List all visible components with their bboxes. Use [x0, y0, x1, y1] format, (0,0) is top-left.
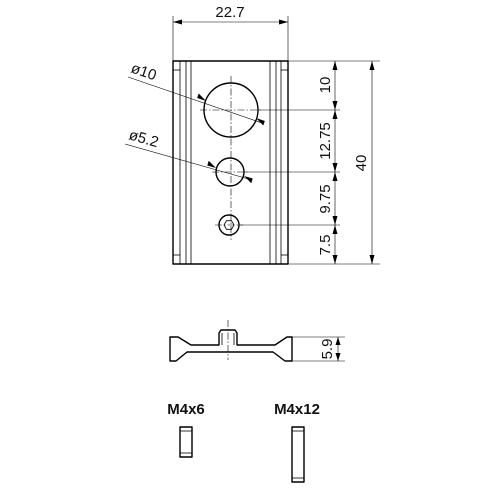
screw-m4x6-body	[179, 426, 193, 458]
dimension-diameter-small: ø5.2	[124, 127, 253, 184]
dimension-hole-chain: 10 12.75 9.75 7.5	[239, 61, 340, 264]
screw-m4x6: M4x6	[167, 401, 205, 458]
dimension-bottom-label: 7.5	[317, 235, 334, 256]
screw-m4x12: M4x12	[274, 401, 320, 483]
dimension-hole2-label: 12.75	[317, 122, 334, 160]
dimension-height-label: 40	[353, 155, 370, 172]
plate-top-view	[172, 60, 289, 265]
diameter-large-label: ø10	[129, 60, 159, 84]
screw-m4x6-label: M4x6	[167, 401, 205, 418]
dimension-height: 40	[288, 60, 380, 265]
screw-m4x12-body	[291, 426, 305, 483]
dimension-width-label: 22.7	[215, 4, 244, 21]
plate-outline	[172, 60, 289, 265]
dimension-diameter-large: ø10	[127, 60, 265, 126]
dimension-hole3-label: 9.75	[317, 184, 334, 213]
dimension-hole1-label: 10	[317, 77, 334, 94]
nut-side-profile	[169, 320, 293, 362]
dimension-profile-height: 5.9	[292, 336, 345, 362]
nut-body-outline	[169, 329, 293, 362]
screw-m4x12-label: M4x12	[274, 401, 320, 418]
dimension-profile-height-label: 5.9	[319, 339, 336, 360]
dimension-width: 22.7	[172, 4, 289, 61]
diameter-small-label: ø5.2	[127, 127, 161, 152]
